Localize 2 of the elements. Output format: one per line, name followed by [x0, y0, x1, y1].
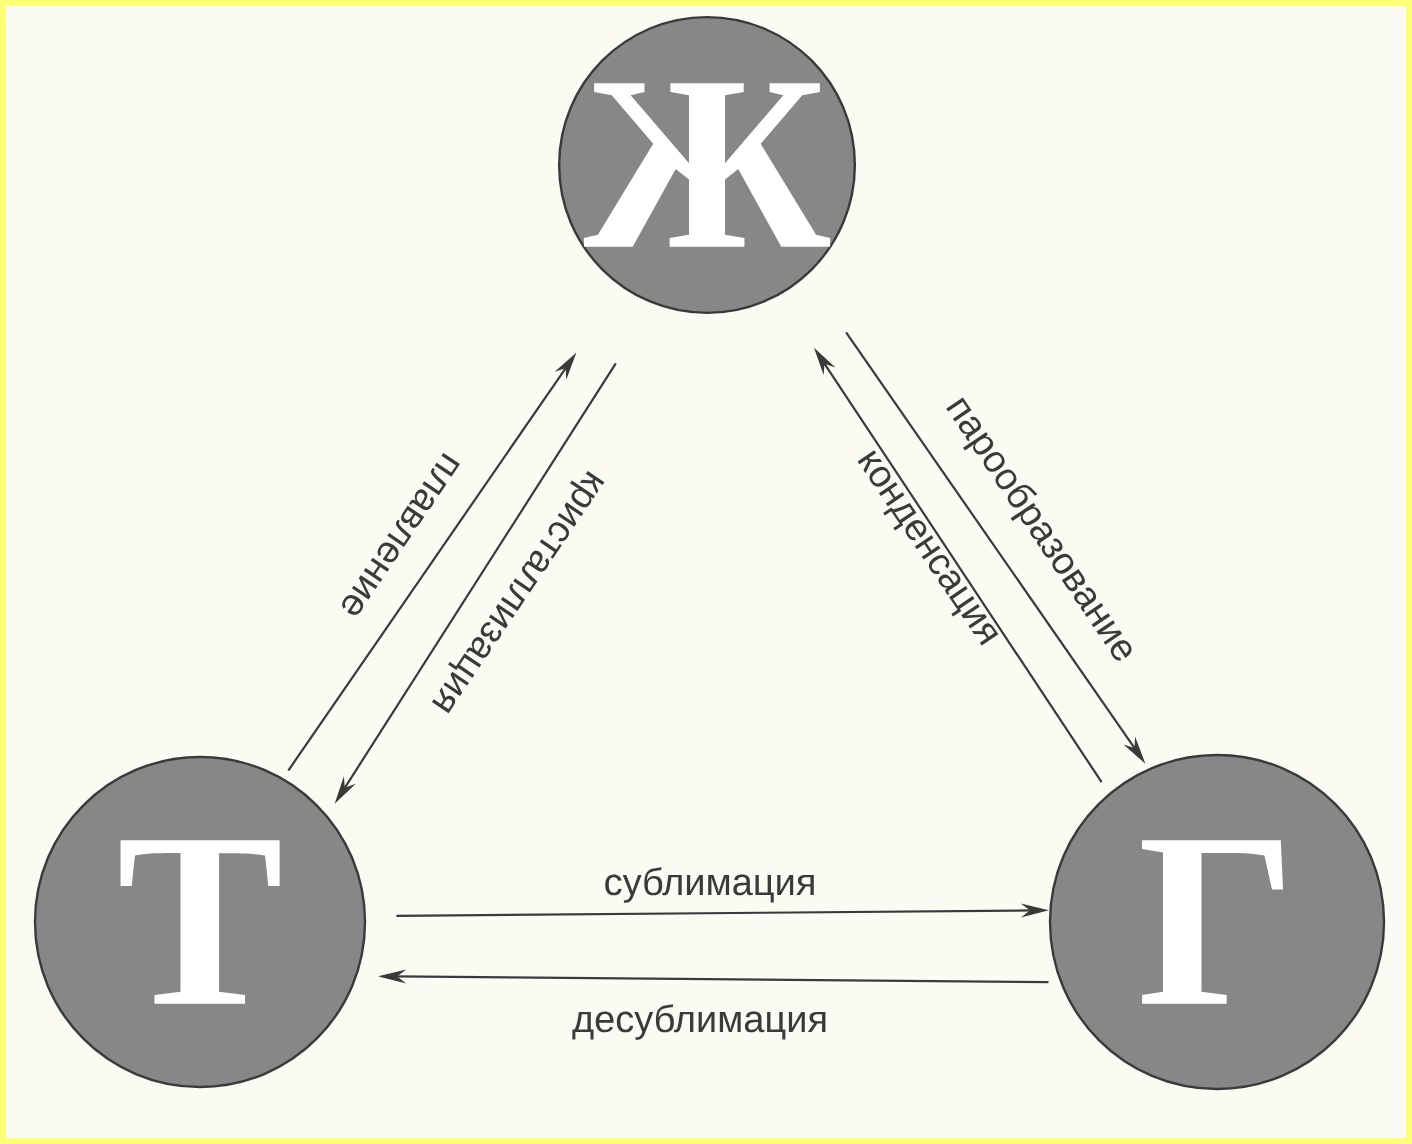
- edge-label: десублимация: [570, 1002, 830, 1042]
- edge-label: сублимация: [601, 865, 819, 905]
